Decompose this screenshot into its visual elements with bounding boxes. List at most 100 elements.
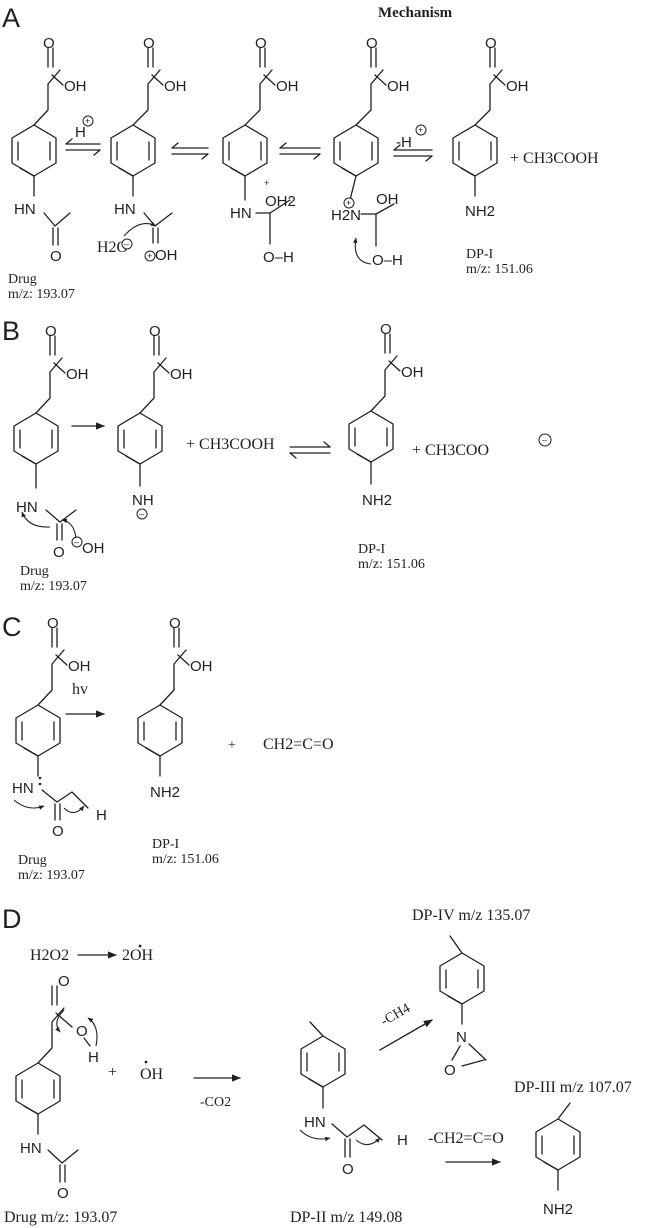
- panel-c-dp1-mz: m/z: 151.06: [152, 852, 219, 867]
- panel-d-loss-co2: -CO2: [200, 1095, 231, 1110]
- atom-h: H: [96, 807, 107, 824]
- reagent-minus-h: -H: [396, 134, 412, 151]
- panel-d-label: D: [2, 904, 22, 934]
- panel-a-dp1-caption: DP-I: [466, 247, 494, 262]
- panel-c-dp1-caption: DP-I: [152, 837, 180, 852]
- atom-hn: HN: [16, 499, 38, 516]
- atom-o: O: [45, 323, 57, 340]
- atom-o: O: [342, 1161, 354, 1178]
- panel-d-radical: OH: [140, 1066, 164, 1083]
- panel-d-plus: +: [108, 1064, 117, 1081]
- atom-oh: OH: [164, 78, 187, 95]
- reagent-h: H: [75, 124, 86, 141]
- panel-a-drug-mz: m/z: 193.07: [8, 287, 75, 302]
- acetate-charge: [538, 433, 552, 447]
- panel-c-dp1-structure: O OH NH2: [137, 615, 213, 801]
- panel-d-dp4-structure: N O: [439, 935, 487, 1079]
- panel-d-peroxide: H2O2: [30, 947, 69, 964]
- atom-hydroxyl: O–H: [263, 249, 294, 266]
- panel-d-methane-loss-arrow: [379, 1019, 433, 1051]
- svg-text:+: +: [264, 178, 269, 188]
- panel-b-byproduct-1: + CH3COOH: [186, 436, 275, 453]
- atom-hydroxyl: O–H: [372, 252, 403, 269]
- atom-o: O: [444, 1062, 456, 1079]
- panel-d-loss-ch4: -CH4: [379, 1001, 413, 1030]
- panel-b-equilibrium: [289, 441, 331, 459]
- panel-c-drug-mz: m/z: 193.07: [18, 868, 85, 883]
- atom-o: O: [52, 823, 64, 840]
- atom-nh2: NH2: [543, 1201, 573, 1218]
- panel-d-hydroxyl-radicals: 2OH: [122, 947, 154, 964]
- panel-a-dp1-mz: m/z: 151.06: [466, 262, 533, 277]
- panel-c-plus: +: [228, 738, 236, 753]
- atom-hydroxide: OH: [82, 540, 105, 557]
- atom-oh-protonated: OH: [155, 247, 178, 264]
- panel-a-equilibrium-4: -H +: [393, 124, 433, 162]
- atom-nh2: NH2: [150, 784, 180, 801]
- panel-d-dp3-structure: NH2: [535, 1102, 581, 1218]
- atom-water: H2O: [97, 239, 128, 256]
- panel-b-byproduct-2: + CH3COO: [412, 442, 489, 459]
- atom-oh: OH: [190, 658, 213, 675]
- panel-b-dp1-mz: m/z: 151.06: [358, 557, 425, 572]
- scheme-title: Mechanism: [378, 5, 453, 21]
- panel-a-intermediate-3: O OH H2N + OH O–H: [331, 35, 410, 269]
- panel-b-anion-structure: O OH NH –: [117, 323, 193, 520]
- panel-a-intermediate-1: O OH HN OH + H2O –: [97, 35, 187, 264]
- atom-nh2: NH2: [465, 203, 495, 220]
- atom-o: O: [47, 615, 59, 632]
- atom-h: H: [88, 1049, 99, 1066]
- svg-text:–: –: [542, 435, 547, 445]
- atom-hn: HN: [230, 205, 252, 222]
- atom-o: O: [50, 248, 62, 265]
- svg-text:+: +: [85, 116, 90, 126]
- svg-text:+: +: [147, 251, 152, 261]
- atom-oh: OH: [276, 78, 299, 95]
- panel-b-drug-structure: O OH HN O OH –: [13, 323, 105, 561]
- panel-b-dp1-caption: DP-I: [358, 542, 386, 557]
- panel-a-dp1-structure: O OH NH2: [452, 35, 529, 220]
- svg-text:–: –: [74, 537, 79, 547]
- atom-o: O: [255, 35, 267, 52]
- panel-d-dp2-caption: DP-II m/z 149.08: [290, 1209, 402, 1226]
- panel-d-dp4-caption: DP-IV m/z 135.07: [412, 907, 530, 924]
- atom-oh: OH: [170, 366, 193, 383]
- panel-c-drug-caption: Drug: [18, 853, 47, 868]
- atom-oh: OH: [376, 191, 399, 208]
- atom-h: H: [397, 1132, 408, 1149]
- atom-hn: HN: [304, 1114, 326, 1131]
- atom-o: O: [53, 544, 65, 561]
- panel-d-dp2-structure: HN O H: [299, 1021, 408, 1178]
- atom-o: O: [143, 35, 155, 52]
- panel-a-intermediate-2: O OH HN + OH2 O–H: [222, 35, 299, 266]
- panel-a-drug-caption: Drug: [8, 272, 37, 287]
- panel-a-equilibrium-2: [171, 142, 209, 160]
- atom-oh: OH: [387, 78, 410, 95]
- panel-b-drug-mz: m/z: 193.07: [20, 579, 87, 594]
- atom-nh: NH: [132, 492, 154, 509]
- panel-d-dp3-caption: DP-III m/z 107.07: [514, 1079, 632, 1096]
- atom-h2n: H2N: [331, 207, 361, 224]
- svg-text:–: –: [124, 239, 129, 249]
- atom-o: O: [76, 1023, 88, 1040]
- atom-o: O: [43, 35, 55, 52]
- atom-n: N: [456, 1029, 467, 1046]
- panel-b-dp1-structure: O OH NH2: [348, 321, 424, 509]
- panel-a-byproduct: + CH3COOH: [510, 150, 599, 167]
- panel-c-byproduct: CH2=C=O: [263, 736, 334, 753]
- svg-text:+: +: [418, 125, 423, 135]
- atom-o: O: [366, 35, 378, 52]
- atom-o: O: [169, 615, 181, 632]
- atom-o: O: [58, 973, 70, 990]
- svg-text:+: +: [346, 198, 351, 208]
- atom-o: O: [485, 35, 497, 52]
- atom-oh: OH: [506, 78, 529, 95]
- panel-a-drug-structure: O OH HN O: [11, 35, 87, 265]
- panel-b-drug-caption: Drug: [20, 564, 49, 579]
- panel-a-equilibrium-1: H +: [65, 115, 101, 156]
- atom-hn: HN: [14, 201, 36, 218]
- atom-hn: HN: [20, 1140, 42, 1157]
- panel-d-drug-caption: Drug m/z: 193.07: [4, 1209, 117, 1226]
- atom-nh2: NH2: [362, 492, 392, 509]
